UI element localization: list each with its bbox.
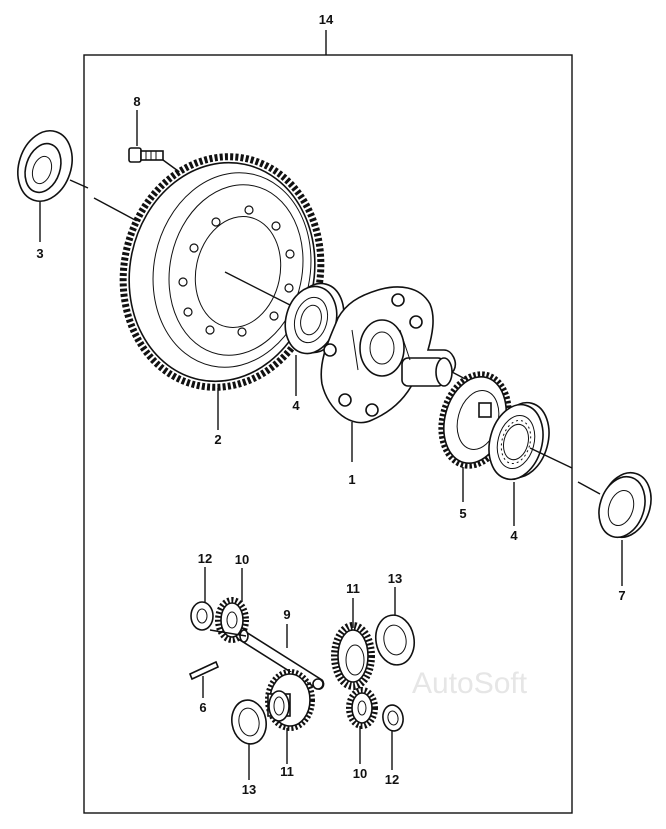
- callout-14: 14: [319, 12, 334, 27]
- callout-12-lower: 12: [385, 772, 399, 787]
- differential-pinion-upper: [215, 597, 249, 643]
- differential-pinion-lower: [346, 687, 378, 729]
- callout-3: 3: [36, 246, 43, 261]
- callout-11-upper: 11: [346, 581, 360, 596]
- ring-gear: [119, 153, 325, 391]
- oil-seal-right: [598, 471, 652, 539]
- callout-4-right: 4: [510, 528, 518, 543]
- watermark-text: AutoSoft: [412, 667, 528, 700]
- callout-11-lower: 11: [280, 764, 294, 779]
- side-gear-left: [265, 669, 315, 731]
- differential-case: [320, 286, 457, 424]
- shaft-axis: [209, 629, 247, 637]
- callout-13-lower: 13: [242, 782, 256, 797]
- side-gear-right: [331, 622, 375, 690]
- axis-line-right-3: [577, 481, 601, 495]
- pinion-shaft-pin: [188, 660, 220, 681]
- pinion-thrust-washer-lower: [382, 704, 404, 732]
- callout-1: 1: [348, 472, 355, 487]
- side-gear-thrust-washer-left: [231, 699, 267, 745]
- ring-gear-bolt: [128, 147, 164, 163]
- callout-12-upper: 12: [198, 551, 212, 566]
- callout-4-left: 4: [292, 398, 300, 413]
- axis-line-center: [224, 271, 291, 306]
- callout-10-upper: 10: [235, 552, 249, 567]
- bearing-right: [488, 401, 550, 481]
- assembly-frame: [83, 54, 573, 814]
- callout-9: 9: [283, 607, 290, 622]
- axis-line-right-2: [529, 447, 573, 469]
- callout-13-upper: 13: [388, 571, 402, 586]
- oil-seal-left: [17, 130, 73, 202]
- axis-line-left: [69, 179, 89, 189]
- callout-8: 8: [133, 94, 140, 109]
- pinion-thrust-washer-upper: [190, 601, 214, 631]
- callout-7: 7: [618, 588, 625, 603]
- side-gear-thrust-washer-right: [374, 614, 416, 666]
- pinion-shaft: [238, 629, 325, 690]
- callout-5: 5: [459, 506, 466, 521]
- callout-6: 6: [199, 700, 206, 715]
- callout-2: 2: [214, 432, 221, 447]
- callout-10-lower: 10: [353, 766, 367, 781]
